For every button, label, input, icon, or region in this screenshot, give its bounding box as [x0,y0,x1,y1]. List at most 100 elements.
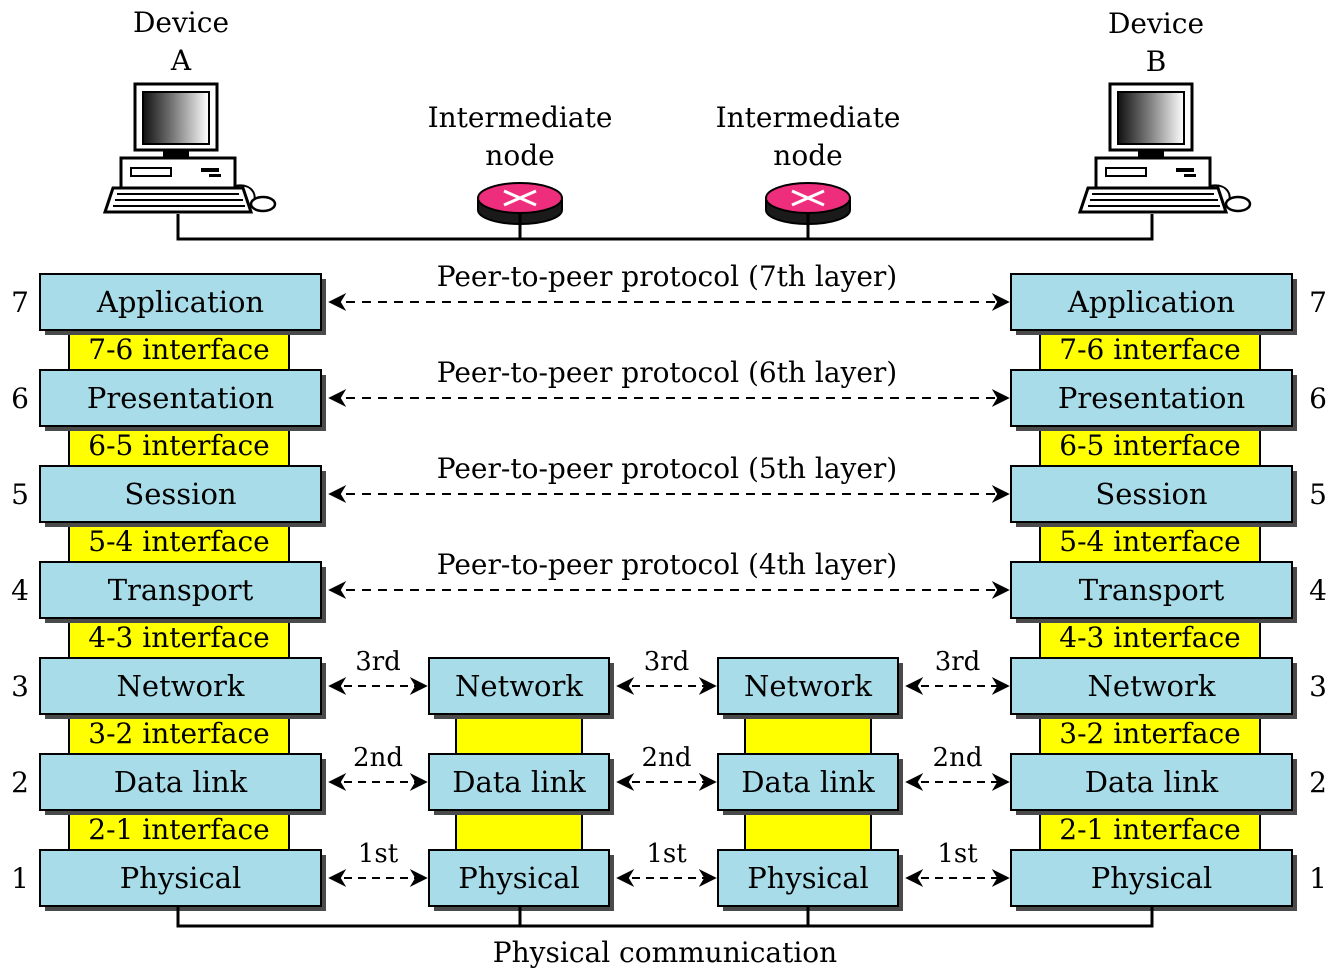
node-layer-label: Data link [452,765,586,799]
peer-protocol-label: Peer-to-peer protocol (4th layer) [437,548,897,581]
node-layer-label: Physical [747,861,869,895]
hop-label: 1st [646,839,687,869]
layer-box-presentation [1010,369,1293,427]
node-2-label-line2: node [773,139,842,172]
interface-label: 7-6 interface [1059,333,1241,366]
node-2-label-line1: Intermediate [716,101,901,134]
interface-box [1039,711,1261,757]
layer-box-transport [1010,561,1293,619]
interface-box [1039,519,1261,565]
interface-label: 6-5 interface [1059,429,1241,462]
layer-label: Network [117,669,245,703]
layer-box-physical [39,849,322,907]
node-layer-label: Data link [741,765,875,799]
physical-link-line [176,905,1154,928]
layer-number: 1 [1309,862,1327,895]
interface-label: 3-2 interface [1059,717,1241,750]
hop-label: 3rd [644,647,690,677]
interface-label: 4-3 interface [88,621,270,654]
layer-box-application [39,273,322,331]
layer-number: 5 [11,478,29,511]
computer-b-icon [1077,82,1252,214]
layer-number: 2 [1309,766,1327,799]
node-layer-box-network [717,657,899,715]
layer-number: 6 [1309,382,1327,415]
layer-number: 6 [11,382,29,415]
node-1-label-line2: node [485,139,554,172]
interface-label: 6-5 interface [88,429,270,462]
layer-label: Physical [1091,861,1213,895]
layer-label: Application [1067,285,1235,319]
router-icon [765,182,851,225]
node-layer-label: Network [455,669,583,703]
node-layer-box-data-link [428,753,610,811]
layer-number: 3 [1309,670,1327,703]
device-a-id: A [170,44,192,77]
layer-box-data-link [1010,753,1293,811]
interface-label: 7-6 interface [88,333,270,366]
layer-label: Data link [114,765,248,799]
layer-box-transport [39,561,322,619]
network-link-line [176,214,1154,241]
hop-label: 3rd [355,647,401,677]
layer-box-session [39,465,322,523]
layer-number: 7 [1309,286,1327,319]
interface-label: 5-4 interface [1059,525,1241,558]
interface-box [68,615,290,661]
device-b-title: Device [1108,7,1204,40]
device-b-id: B [1146,45,1167,78]
layer-number: 2 [11,766,29,799]
interface-label: 2-1 interface [88,813,270,846]
layer-number: 1 [11,862,29,895]
layer-label: Transport [108,573,254,607]
layer-box-session [1010,465,1293,523]
hop-label: 1st [358,839,399,869]
peer-protocol-label: Peer-to-peer protocol (5th layer) [437,452,897,485]
layer-label: Data link [1085,765,1219,799]
interface-label: 5-4 interface [88,525,270,558]
physical-communication-label: Physical communication [493,936,837,969]
layer-number: 4 [11,574,29,607]
interface-label: 2-1 interface [1059,813,1241,846]
layer-box-data-link [39,753,322,811]
layer-number: 5 [1309,478,1327,511]
interface-box [68,327,290,373]
layer-label: Session [124,477,236,511]
hop-label: 1st [937,839,978,869]
node-layer-label: Physical [458,861,580,895]
layer-number: 4 [1309,574,1327,607]
layer-number: 7 [11,286,29,319]
computer-a-icon [102,82,277,214]
hop-label: 2nd [642,743,692,773]
layer-box-physical [1010,849,1293,907]
hop-label: 2nd [353,743,403,773]
layer-box-presentation [39,369,322,427]
layer-box-application [1010,273,1293,331]
layer-label: Application [96,285,264,319]
layer-box-network [1010,657,1293,715]
layer-label: Presentation [1058,381,1245,415]
node-layer-box-network [428,657,610,715]
layer-label: Transport [1079,573,1225,607]
layer-label: Physical [120,861,242,895]
node-1-label-line1: Intermediate [428,101,613,134]
layer-label: Network [1088,669,1216,703]
layer-box-network [39,657,322,715]
interface-label: 4-3 interface [1059,621,1241,654]
peer-protocol-label: Peer-to-peer protocol (6th layer) [437,356,897,389]
hop-label: 3rd [935,647,981,677]
interface-box [68,807,290,853]
peer-protocol-label: Peer-to-peer protocol (7th layer) [437,260,897,293]
hop-label: 2nd [933,743,983,773]
interface-label: 3-2 interface [88,717,270,750]
layer-label: Presentation [87,381,274,415]
device-a-title: Device [133,6,229,39]
interface-box [744,807,872,853]
layer-number: 3 [11,670,29,703]
interface-box [455,807,583,853]
layer-label: Session [1095,477,1207,511]
node-layer-label: Network [744,669,872,703]
node-layer-box-data-link [717,753,899,811]
